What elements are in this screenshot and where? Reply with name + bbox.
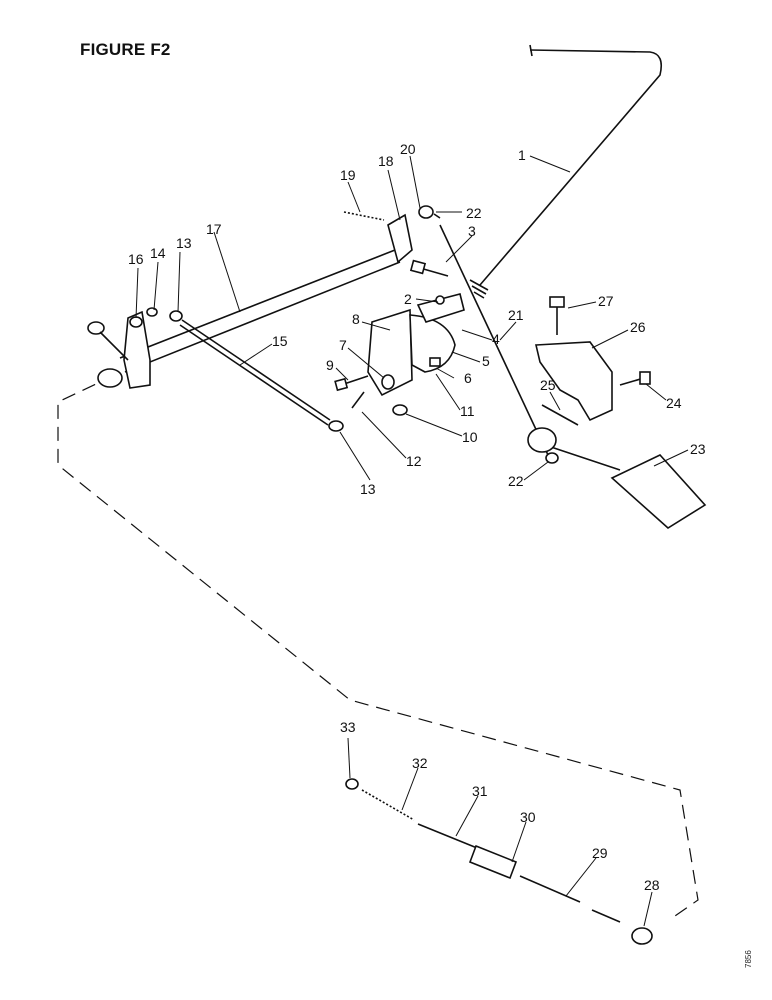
- assembly-boundary: [57, 374, 699, 919]
- callout-31: 31: [472, 783, 488, 799]
- callout-22-lower: 22: [508, 473, 524, 489]
- callout-20: 20: [400, 141, 416, 157]
- callout-14: 14: [150, 245, 166, 261]
- callout-18: 18: [378, 153, 394, 169]
- callout-26: 26: [630, 319, 646, 335]
- part-pin-and-balljoint: [146, 307, 183, 322]
- part-throttle-cable: [345, 778, 653, 945]
- callout-13-upper: 13: [176, 235, 192, 251]
- callout-29: 29: [592, 845, 608, 861]
- callout-24: 24: [666, 395, 682, 411]
- callout-6: 6: [464, 370, 472, 386]
- callout-17: 17: [206, 221, 222, 237]
- callout-5: 5: [482, 353, 490, 369]
- callout-4: 4: [492, 331, 500, 347]
- callout-3: 3: [468, 223, 476, 239]
- callout-10: 10: [462, 429, 478, 445]
- part-accelerator-rod: [469, 44, 663, 299]
- part-lever-assembly: [87, 310, 151, 389]
- callout-22-upper: 22: [466, 205, 482, 221]
- part-cross-shaft: [119, 249, 401, 373]
- part-pedal-bracket: [535, 296, 651, 426]
- callout-16: 16: [128, 251, 144, 267]
- callout-19: 19: [340, 167, 356, 183]
- callout-labels: 1 2 3 4 5 6 7 8 9 10 11 12 13 13 14 15 1…: [128, 141, 706, 893]
- callout-7: 7: [339, 337, 347, 353]
- callout-8: 8: [352, 311, 360, 327]
- figure-title: FIGURE F2: [80, 40, 171, 59]
- callout-21: 21: [508, 307, 524, 323]
- callout-1: 1: [518, 147, 526, 163]
- callout-23: 23: [690, 441, 706, 457]
- callout-12: 12: [406, 453, 422, 469]
- callout-30: 30: [520, 809, 536, 825]
- callout-25: 25: [540, 377, 556, 393]
- part-pedal-rod: [439, 224, 559, 464]
- callout-28: 28: [644, 877, 660, 893]
- callout-32: 32: [412, 755, 428, 771]
- leader-lines: [135, 155, 689, 927]
- callout-13-lower: 13: [360, 481, 376, 497]
- callout-9: 9: [326, 357, 334, 373]
- part-bracket-spring: [343, 205, 441, 264]
- part-link-rod: [179, 319, 344, 432]
- callout-33: 33: [340, 719, 356, 735]
- part-pedal: [527, 427, 707, 529]
- callout-2: 2: [404, 291, 412, 307]
- callout-15: 15: [272, 333, 288, 349]
- callout-11: 11: [460, 403, 475, 419]
- callout-27: 27: [598, 293, 614, 309]
- part-bolts: [334, 259, 449, 416]
- part-pivot-housing: [367, 293, 465, 397]
